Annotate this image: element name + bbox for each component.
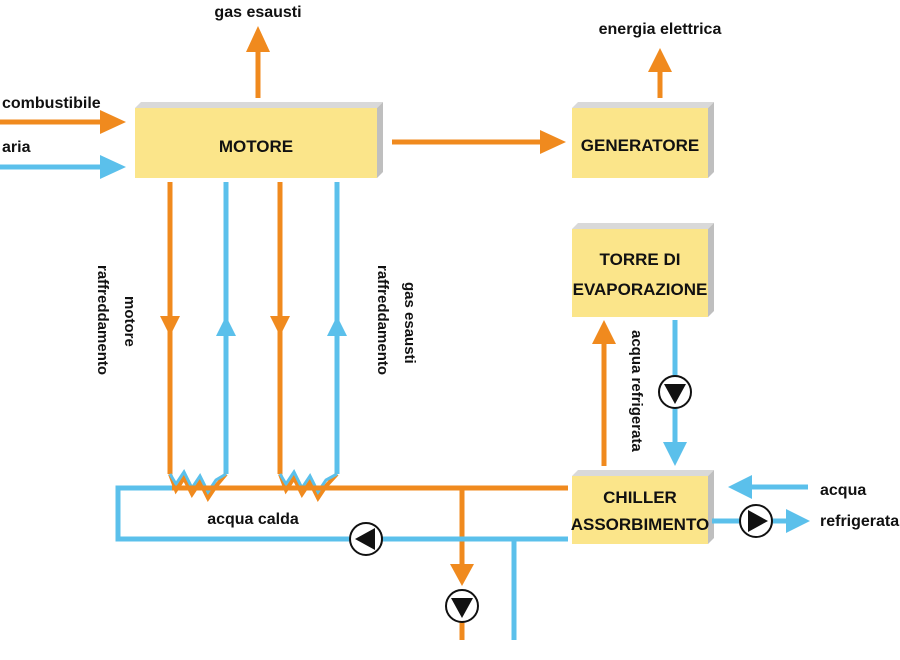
raffreddamento-motore-label-1: raffreddamento	[94, 265, 111, 375]
gas-esausti-label: gas esausti	[214, 4, 301, 21]
torre-label-1: TORRE DI	[600, 250, 681, 269]
acqua-calda-label: acqua calda	[207, 511, 299, 528]
generatore-label: GENERATORE	[581, 136, 699, 155]
pump-icon	[739, 504, 773, 538]
acqua-in-arrow	[728, 475, 808, 499]
energia-elettrica-arrow	[648, 48, 672, 98]
pump-icon	[658, 375, 692, 409]
combustibile-label: combustibile	[2, 95, 101, 112]
motore-label: MOTORE	[219, 137, 293, 156]
chiller-to-torre-arrow	[592, 320, 616, 466]
motore-box: MOTORE	[135, 102, 383, 178]
aria-arrow	[0, 155, 126, 179]
chiller-label-2: ASSORBIMENTO	[571, 515, 710, 534]
acqua-refrigerata-vertical-label: acqua refrigerata	[628, 330, 645, 452]
pump-icon	[445, 589, 479, 623]
chiller-label-1: CHILLER	[603, 488, 677, 507]
refrigerata-label: refrigerata	[820, 513, 899, 530]
raffreddamento-gas-label-2: gas esausti	[401, 282, 418, 364]
raffreddamento-motore-label-2: motore	[121, 296, 138, 347]
generatore-box: GENERATORE	[572, 102, 714, 178]
torre-box: TORRE DI EVAPORAZIONE	[572, 223, 714, 317]
gas-cooling-loop	[270, 182, 347, 502]
combustibile-arrow	[0, 110, 126, 134]
energia-elettrica-label: energia elettrica	[599, 21, 722, 38]
gas-esausti-arrow	[246, 26, 270, 98]
motore-generatore-arrow	[392, 130, 566, 154]
return-line	[115, 485, 568, 640]
acqua-calda-line	[130, 485, 568, 640]
aria-label: aria	[2, 139, 31, 156]
torre-label-2: EVAPORAZIONE	[573, 280, 708, 299]
raffreddamento-gas-label-1: raffreddamento	[374, 265, 391, 375]
chiller-box: CHILLER ASSORBIMENTO	[571, 470, 714, 544]
engine-cooling-loop	[160, 182, 236, 502]
acqua-label: acqua	[820, 482, 866, 499]
pump-icon	[349, 522, 383, 556]
